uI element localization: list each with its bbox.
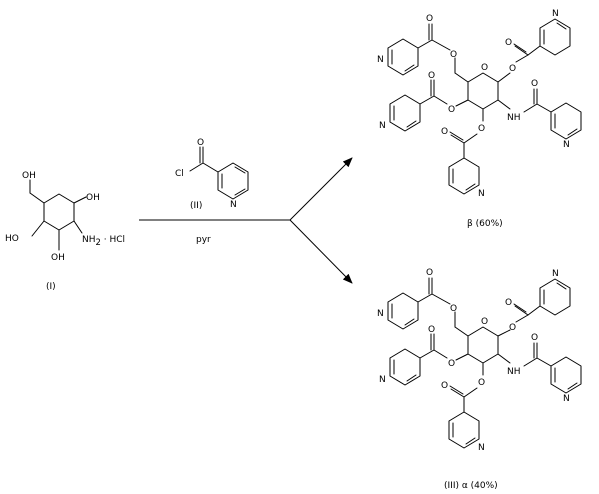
beta-pyr2-n: N: [552, 9, 559, 19]
beta-label: β (60%): [467, 219, 503, 229]
alpha-amide-o: O: [531, 333, 538, 343]
beta-pyr3-n: N: [563, 140, 570, 150]
beta-amide-o: O: [531, 79, 538, 89]
beta-o6: O: [450, 50, 457, 60]
alpha-pyr4-n: N: [379, 375, 386, 385]
product-beta: O O O N O O N NH O N: [377, 9, 582, 229]
reactant-oh-top: OH: [22, 171, 36, 181]
conditions-pyr: pyr: [196, 235, 211, 245]
alpha-nh: NH: [507, 367, 521, 377]
beta-pyr5-n: N: [478, 189, 485, 199]
reaction-arrows: pyr: [139, 157, 353, 284]
beta-pyr1-n: N: [377, 55, 384, 65]
reagent-label: (II): [190, 201, 202, 211]
reactant-glucosamine: OH OH HO OH NH2 · HCl (I): [5, 171, 125, 292]
beta-o1: O: [509, 64, 516, 74]
beta-o3-carbonyl: O: [441, 127, 448, 137]
reagent-nicotinoyl-chloride: O Cl N (II): [175, 138, 249, 211]
alpha-o4: O: [448, 359, 455, 369]
alpha-o1: O: [509, 323, 516, 333]
beta-nh: NH: [507, 113, 521, 123]
beta-ring-o: O: [481, 63, 488, 73]
alpha-label: (III) α (40%): [444, 481, 498, 491]
reactant-oh-anomeric: OH: [86, 193, 100, 203]
alpha-o1-carbonyl: O: [505, 298, 512, 308]
alpha-o3-carbonyl: O: [441, 381, 448, 391]
alpha-o3: O: [478, 378, 485, 388]
alpha-o6: O: [450, 304, 457, 314]
reagent-o: O: [197, 138, 204, 148]
beta-o1-carbonyl: O: [505, 38, 512, 48]
product-alpha: O O O N O O N NH O N: [377, 268, 582, 491]
beta-o3: O: [478, 124, 485, 134]
arrow-to-beta: [289, 157, 353, 221]
reagent-cl: Cl: [175, 169, 184, 179]
beta-o4-carbonyl: O: [428, 71, 435, 81]
alpha-o6-carbonyl: O: [426, 268, 433, 278]
reactant-oh-c3: OH: [51, 253, 65, 263]
alpha-ring-o: O: [481, 317, 488, 327]
alpha-pyr1-n: N: [377, 309, 384, 319]
reagent-n: N: [230, 200, 237, 210]
reactant-label: (I): [46, 282, 56, 292]
arrow-to-alpha: [289, 219, 353, 284]
beta-o6-carbonyl: O: [426, 14, 433, 24]
beta-o4: O: [448, 105, 455, 115]
alpha-pyr5-n: N: [478, 443, 485, 453]
beta-pyr4-n: N: [379, 121, 386, 131]
reactant-ho-c4: HO: [5, 234, 19, 244]
alpha-pyr3-n: N: [563, 394, 570, 404]
alpha-o4-carbonyl: O: [428, 325, 435, 335]
alpha-pyr2-n: N: [552, 269, 559, 279]
reactant-nh2: NH2 · HCl: [82, 235, 125, 248]
